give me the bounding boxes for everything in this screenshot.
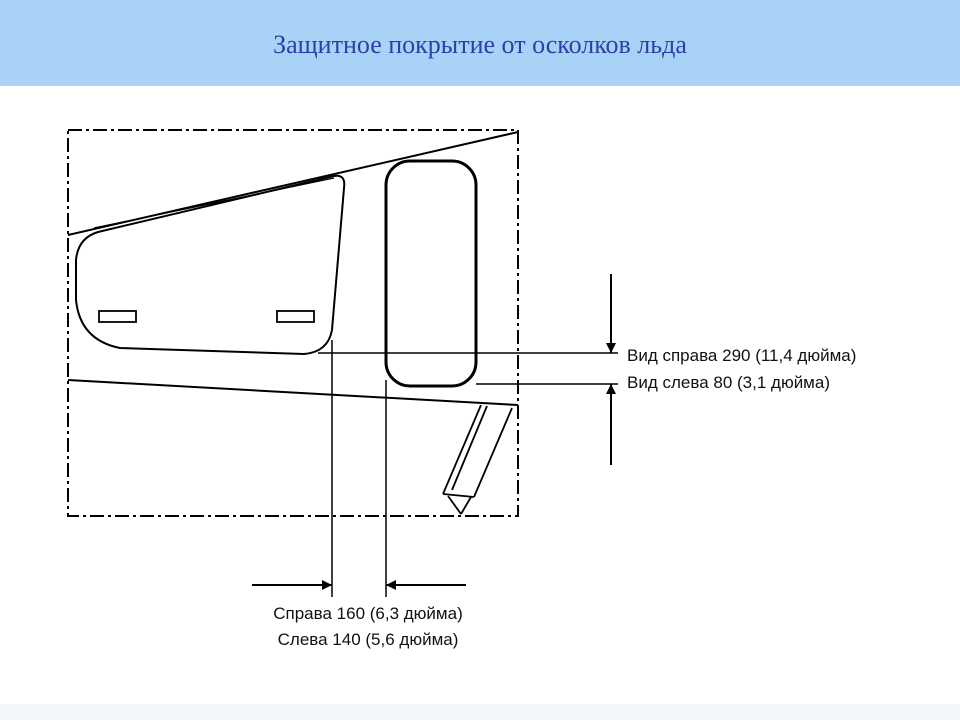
- window-panel: [75, 174, 346, 356]
- left-width-dimension-label: Слева 140 (5,6 дюйма): [277, 630, 459, 649]
- page-title: Защитное покрытие от осколков льда: [273, 30, 687, 59]
- view-boundary: [67, 129, 519, 517]
- left-view-dimension-label: Вид слева 80 (3,1 дюйма): [627, 373, 830, 392]
- footer-strip: [0, 704, 960, 720]
- panel-slot-right: [276, 310, 315, 323]
- right-width-dimension-label: Справа 160 (6,3 дюйма): [273, 604, 463, 623]
- lower-contour-line: [67, 379, 519, 406]
- panel-slot-left: [98, 310, 137, 323]
- strut: [442, 404, 513, 515]
- title-bar: Защитное покрытие от осколков льда: [0, 0, 960, 86]
- right-view-dimension-label: Вид справа 290 (11,4 дюйма): [627, 346, 857, 365]
- ice-shield-pad: [384, 159, 478, 388]
